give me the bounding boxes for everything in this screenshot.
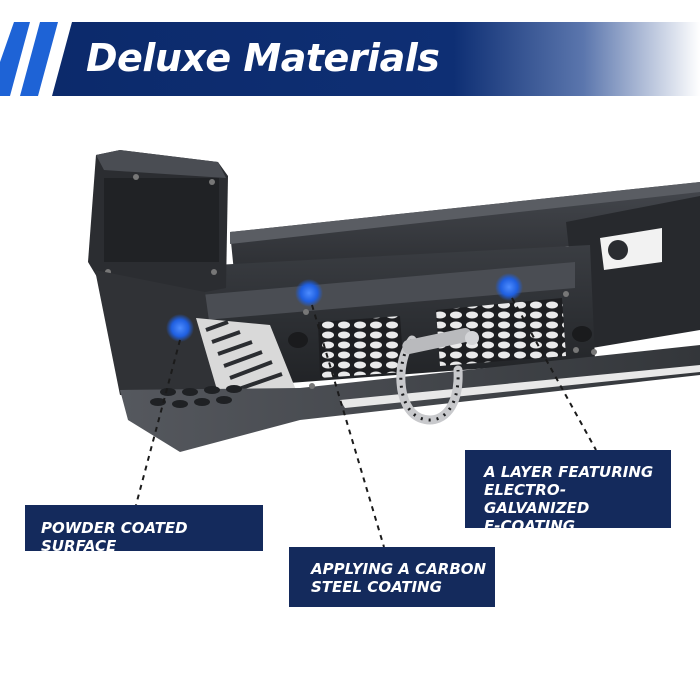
callout-carbon-line1: APPLYING A CARBON	[311, 560, 487, 578]
leader-layer	[511, 297, 597, 451]
marker-carbon-steel	[295, 279, 323, 307]
mount-hole-left	[288, 332, 308, 348]
banner-bar	[52, 22, 700, 96]
banner-accent-stripe-2	[20, 22, 58, 96]
marker-e-coating	[495, 273, 523, 301]
callout-layer-line3: E-COATING	[484, 517, 576, 535]
bumper-left-side	[95, 270, 220, 400]
leader-carbon	[311, 304, 385, 548]
d-ring-shackle	[396, 327, 479, 425]
light-cutout-round	[608, 240, 628, 260]
banner-shape	[0, 22, 700, 96]
bumper-right-end	[566, 196, 700, 350]
bumper-left-cap-top	[96, 150, 226, 178]
banner-accent-stripe	[0, 22, 30, 96]
marker-powder-coat	[166, 314, 194, 342]
page-title: Deluxe Materials	[86, 36, 440, 80]
step-highlight	[340, 365, 700, 408]
callout-layer-line2: ELECTRO-GALVANIZED	[484, 481, 590, 517]
callout-powder-coated: POWDER COATED SURFACE	[25, 505, 263, 555]
bumper-back-rail	[230, 182, 700, 282]
header-banner: Deluxe Materials	[0, 22, 700, 96]
bumper-illustration	[88, 150, 700, 452]
bumper-left-cap-face	[104, 178, 219, 262]
callout-carbon-steel: APPLYING A CARBON STEEL COATING	[289, 547, 495, 607]
callout-layer-line1: A LAYER FEATURING	[484, 463, 654, 481]
plate-bolts	[303, 291, 597, 389]
bumper-top-face	[200, 262, 575, 320]
grille-left	[318, 316, 404, 378]
grille-right	[436, 298, 566, 366]
leader-powder	[135, 339, 181, 506]
side-slots	[205, 320, 283, 392]
callout-powder-text: POWDER COATED SURFACE	[41, 519, 188, 555]
mount-hole-right	[572, 326, 592, 342]
step-holes	[150, 385, 242, 408]
bumper-top-edge	[230, 182, 700, 244]
callout-e-coating: A LAYER FEATURING ELECTRO-GALVANIZED E-C…	[465, 450, 671, 535]
callout-carbon-line2: STEEL COATING	[311, 578, 442, 596]
